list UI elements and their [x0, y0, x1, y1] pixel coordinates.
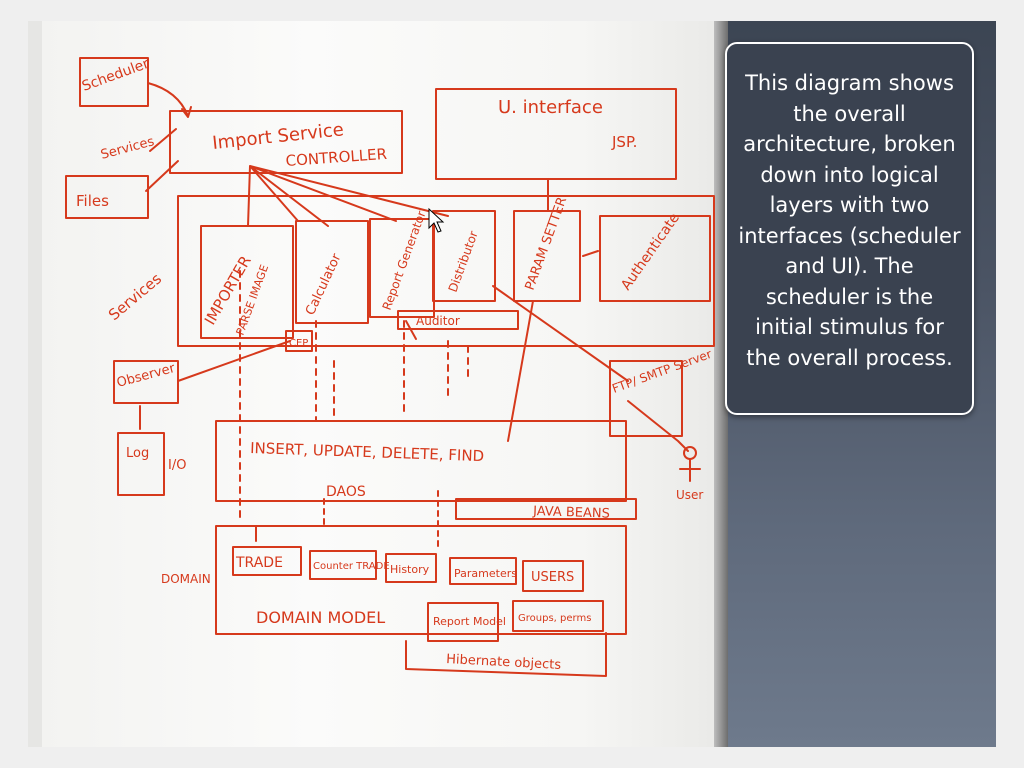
daos-label: DAOS	[326, 484, 366, 500]
daos-box	[215, 420, 627, 502]
ui-box	[435, 88, 677, 180]
users-box	[522, 560, 584, 592]
auditor-label: Auditor	[416, 314, 460, 328]
domain-box	[215, 525, 627, 635]
services-note-label: Services	[99, 134, 156, 163]
report-generator-label: Report Generator	[380, 209, 429, 312]
scheduler-label: Scheduler	[80, 56, 152, 95]
cursor-icon	[428, 207, 445, 233]
counter-trade-box	[309, 550, 377, 580]
calculator-label: Calculator	[303, 251, 345, 318]
distributor-label: Distributor	[446, 229, 481, 294]
trade-box	[232, 546, 302, 576]
param-setter-label: PARAM SETTER	[523, 195, 571, 292]
whiteboard-frame	[714, 21, 728, 747]
groups-label: Groups, perms	[518, 613, 591, 624]
auditor-box	[397, 310, 519, 330]
dao-operations-label: INSERT, UPDATE, DELETE, FIND	[250, 439, 485, 465]
parameters-label: Parameters	[454, 567, 517, 580]
observer-label: Observer	[115, 361, 177, 391]
authenticate-label: Authenticate	[618, 210, 683, 293]
caption-box: This diagram shows the overall architect…	[725, 42, 974, 415]
import-service-box	[169, 110, 403, 174]
report-model-label: Report Model	[433, 615, 506, 628]
hibernate-box	[405, 632, 607, 677]
whiteboard-photo: Scheduler Services Files Import Service …	[28, 21, 728, 747]
user-label: User	[676, 488, 703, 502]
io-label: I/O	[168, 458, 186, 473]
jsp-label: JSP.	[611, 133, 637, 151]
files-box	[65, 175, 149, 219]
controller-label: CONTROLLER	[285, 145, 388, 170]
counter-trade-label: Counter TRADE	[313, 561, 390, 572]
services-layer-label: Services	[105, 269, 165, 324]
history-box	[385, 553, 437, 583]
distributor-box	[432, 210, 496, 302]
authenticate-box	[599, 215, 711, 302]
groups-box	[512, 600, 604, 632]
slide: Scheduler Services Files Import Service …	[28, 21, 996, 747]
java-beans-label: JAVA BEANS	[532, 504, 610, 522]
parameters-box	[449, 557, 517, 585]
architecture-sketch: Scheduler Services Files Import Service …	[65, 56, 715, 677]
history-label: History	[390, 563, 430, 576]
trade-label: TRADE	[235, 555, 283, 571]
cep-box	[285, 330, 313, 352]
domain-label: DOMAIN	[161, 572, 211, 586]
users-label: USERS	[531, 570, 574, 585]
domain-model-label: DOMAIN MODEL	[256, 608, 385, 627]
cep-label: CEP	[289, 338, 308, 349]
caption-text: This diagram shows the overall architect…	[738, 71, 961, 370]
hibernate-label: Hibernate objects	[446, 652, 562, 673]
ui-label: U. interface	[498, 97, 603, 118]
java-beans-box	[455, 498, 637, 520]
files-label: Files	[76, 192, 109, 210]
calculator-box	[295, 220, 369, 324]
ftp-smtp-box	[609, 360, 683, 437]
report-model-box	[427, 602, 499, 642]
log-box	[117, 432, 165, 496]
whiteboard-labels: Scheduler Services Files Import Service …	[76, 56, 714, 673]
services-layer-box	[177, 195, 715, 347]
log-label: Log	[126, 446, 149, 461]
ftp-smtp-label: FTP/ SMTP Server	[610, 347, 713, 396]
